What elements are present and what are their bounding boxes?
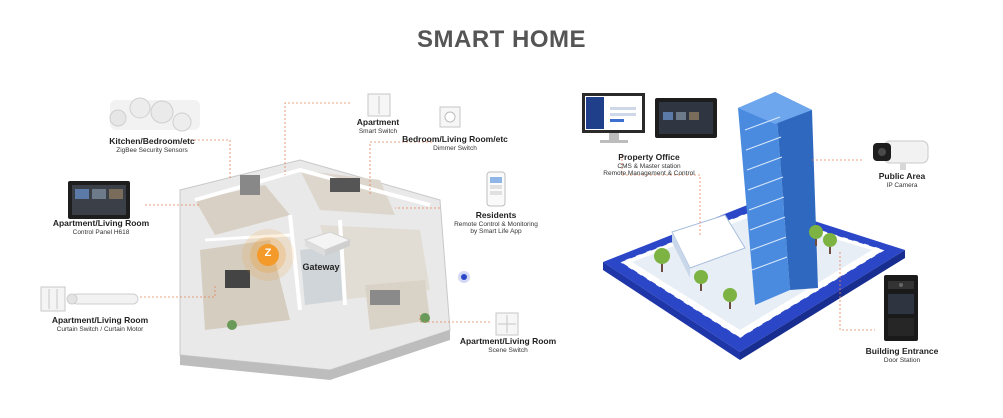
- scene-switch-icon: [495, 312, 519, 336]
- label-property-office-sub1: CMS & Master station: [617, 162, 681, 170]
- label-dimmer-title: Bedroom/Living Room/etc: [402, 134, 508, 144]
- label-zigbee: Z: [259, 247, 277, 260]
- door-station-icon: [884, 275, 918, 341]
- label-smart-switch-sub: Smart Switch: [358, 127, 398, 135]
- label-smart-switch: Apartment Smart Switch: [343, 117, 413, 135]
- plant-icon: [227, 320, 237, 330]
- page-title: SMART HOME: [417, 26, 586, 53]
- curtain-motor-icon: [66, 293, 139, 305]
- label-residents-sub1: Remote Control & Monitoring: [454, 220, 538, 228]
- label-control-panel-sub: Control Panel H618: [72, 228, 130, 236]
- label-control-panel: Apartment/Living Room Control Panel H618: [46, 218, 156, 236]
- label-curtain-title: Apartment/Living Room: [51, 315, 149, 325]
- label-smart-switch-title: Apartment: [356, 117, 400, 127]
- master-station-icon: [655, 98, 717, 138]
- label-kitchen: Kitchen/Bedroom/etc ZigBee Security Sens…: [102, 136, 202, 154]
- label-building-entrance: Building Entrance Door Station: [856, 346, 948, 364]
- zigbee-hub: [242, 229, 294, 281]
- phone-app-icon: [486, 171, 506, 207]
- signal-icon: [458, 271, 470, 283]
- connector-lines: [140, 102, 490, 323]
- label-building-entrance-sub: Door Station: [883, 356, 921, 364]
- label-control-panel-title: Apartment/Living Room: [52, 218, 150, 228]
- label-public-area-title: Public Area: [878, 171, 926, 181]
- dimmer-switch-icon: [439, 106, 461, 128]
- curtain-switch-icon: [40, 286, 66, 312]
- sofa-icon: [370, 290, 400, 305]
- label-scene-switch: Apartment/Living Room Scene Switch: [456, 336, 560, 354]
- label-residents: Residents Remote Control & Monitoring by…: [446, 210, 546, 236]
- office-tower: [738, 92, 790, 305]
- label-public-area-sub: IP Camera: [886, 181, 918, 189]
- label-public-area: Public Area IP Camera: [862, 171, 942, 189]
- label-kitchen-sub: ZigBee Security Sensors: [116, 146, 188, 154]
- security-sensors-icon: [109, 97, 200, 132]
- gateway-device: [303, 231, 352, 256]
- label-scene-switch-sub: Scene Switch: [488, 346, 528, 354]
- label-dimmer-sub: Dimmer Switch: [433, 144, 477, 152]
- city-block: [603, 92, 905, 360]
- tree-icon: [654, 225, 837, 309]
- label-curtain-sub: Curtain Switch / Curtain Motor: [56, 325, 144, 333]
- cms-monitor-icon: [582, 93, 645, 143]
- label-scene-switch-title: Apartment/Living Room: [459, 336, 557, 346]
- label-property-office: Property Office CMS & Master station Rem…: [592, 152, 706, 178]
- zigbee-icon: [257, 244, 279, 266]
- label-gateway-title: Gateway: [302, 262, 340, 272]
- ip-camera-icon: [873, 140, 929, 170]
- label-property-office-title: Property Office: [618, 152, 680, 162]
- control-panel-icon: [68, 181, 130, 219]
- zigbee-letter: Z: [264, 247, 272, 259]
- label-building-entrance-title: Building Entrance: [865, 346, 939, 356]
- label-property-office-sub2: Remote Management & Control: [603, 170, 695, 178]
- label-curtain: Apartment/Living Room Curtain Switch / C…: [38, 315, 162, 333]
- plant-icon: [420, 313, 430, 323]
- label-gateway: Gateway: [296, 262, 346, 272]
- apartment-floorplan: [179, 159, 451, 380]
- connector-lines: [621, 155, 875, 331]
- table-icon: [240, 175, 260, 195]
- label-dimmer: Bedroom/Living Room/etc Dimmer Switch: [400, 134, 510, 152]
- sofa-icon: [225, 270, 250, 288]
- label-kitchen-title: Kitchen/Bedroom/etc: [109, 136, 195, 146]
- label-residents-sub2: by Smart Life App: [470, 228, 522, 236]
- label-residents-title: Residents: [475, 210, 517, 220]
- smart-switch-icon: [367, 93, 391, 117]
- bed-icon: [330, 178, 360, 192]
